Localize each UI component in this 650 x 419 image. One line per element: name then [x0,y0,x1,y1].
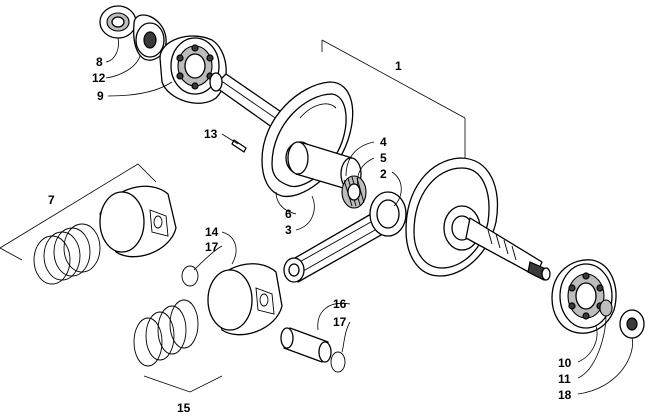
leader-lines [105,37,633,395]
callout-3: 3 [285,223,292,237]
callout-18: 18 [558,388,572,402]
callout-11: 11 [558,372,571,386]
woodruff-key-part-13 [231,139,247,153]
piston-rings-upper [33,223,101,285]
oil-seal-part-18 [619,309,645,339]
callout-14: 14 [205,225,219,239]
callout-1: 1 [395,59,402,73]
callout-4: 4 [380,135,387,149]
callout-15: 15 [177,401,191,415]
callout-10: 10 [558,356,572,370]
piston-lower-set-bracket [143,375,223,393]
piston-upper [99,185,177,258]
callout-7: 7 [48,193,55,207]
piston-upper-set-bracket [0,163,157,261]
callout-2: 2 [380,167,387,181]
main-bearing-part-10 [551,259,617,334]
callout-13: 13 [204,127,218,141]
callout-17-upper: 17 [205,240,219,254]
callout-17-lower: 17 [333,315,347,329]
crankshaft-right-half [405,157,551,281]
callout-9: 9 [97,89,104,103]
crankshaft-assembly-bracket [321,39,466,158]
piston-lower [207,263,283,336]
needle-bearing [341,175,367,209]
piston-pin-part-16 [280,327,332,363]
circlip-part-17-lower [330,351,346,373]
snap-ring-part-11 [599,299,613,317]
main-bearing-part-9 [159,35,227,104]
callout-6: 6 [285,207,292,221]
small-bearing-part-8 [99,5,137,39]
callout-12: 12 [92,71,106,85]
connecting-rod [283,191,407,283]
piston-rings-lower [133,299,199,367]
callout-5: 5 [380,151,387,165]
callout-8: 8 [96,55,103,69]
circlip-part-17-upper [181,265,199,287]
callout-16: 16 [333,297,347,311]
